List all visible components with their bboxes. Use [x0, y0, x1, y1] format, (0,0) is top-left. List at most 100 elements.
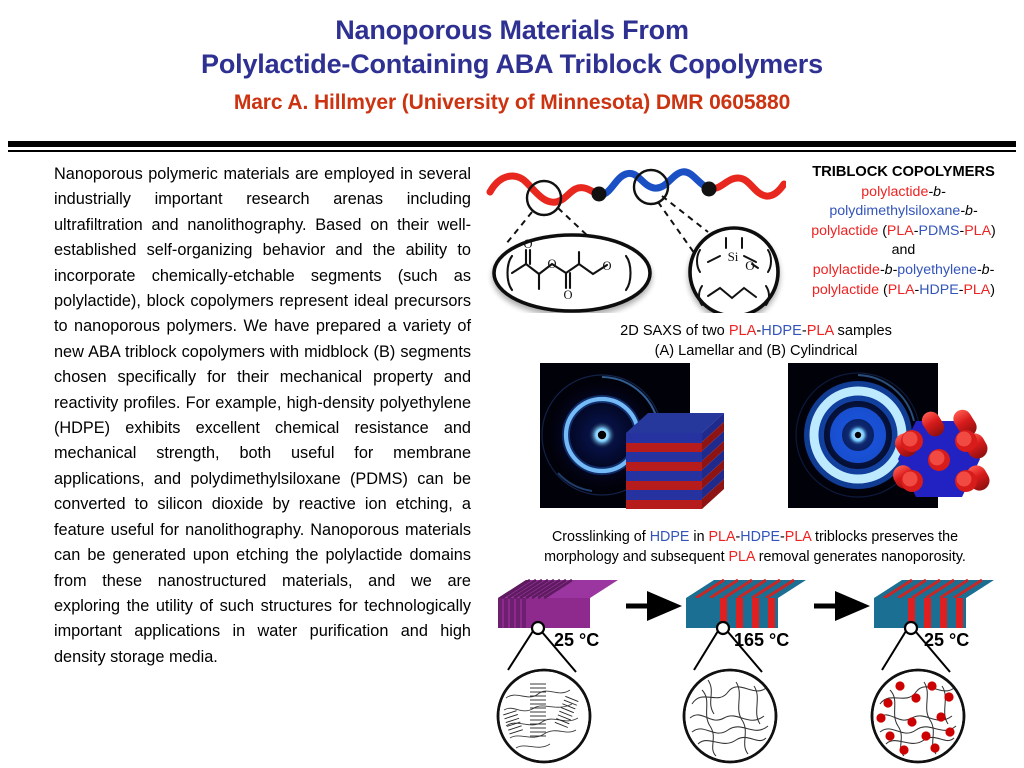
crosslink-caption-line-1: Crosslinking of HDPE in PLA-HDPE-PLA tri…: [486, 527, 1024, 547]
pdms-abbrev: PDMS: [918, 222, 960, 239]
chain-red-right: [704, 174, 786, 200]
callout-leader-lines: [505, 195, 709, 265]
step3-front-stripes: [908, 598, 963, 628]
step-3-temperature: 25 °C: [924, 630, 969, 650]
crosslink-pre: Crosslinking of: [551, 529, 650, 545]
step3-inset: [870, 668, 966, 764]
saxs-caption: 2D SAXS of two PLA-HDPE-PLA samples (A) …: [506, 321, 1006, 361]
zoom-marker-left: [525, 179, 563, 217]
step1-crystallites: [503, 683, 579, 737]
crosslink-line2-post: removal generates nanoporosity.: [754, 549, 966, 565]
pla-abbrev-4: PLA: [963, 281, 991, 298]
crosslink-junction-dots: [876, 681, 955, 755]
step3-zoom-marker: [903, 620, 919, 636]
b-connector-2: -b-: [960, 203, 978, 220]
step1-zoom-marker: [530, 620, 546, 636]
author-affiliation-line: Marc A. Hillmyer (University of Minnesot…: [233, 91, 791, 114]
step3-leader-lines: [881, 630, 951, 673]
lactide-atom-labels: O O O O: [523, 237, 611, 302]
crosslink-caption-line-2: morphology and subsequent PLA removal ge…: [486, 547, 1024, 567]
process-step-2: 165 °C: [682, 578, 806, 764]
right-column: O O O O Si: [486, 158, 1024, 768]
step2-front-stripes: [720, 598, 775, 628]
siloxane-atom-labels: Si O: [728, 249, 755, 273]
atom-label-ester-o: O: [547, 257, 556, 271]
lamellar-stack-model: [626, 413, 724, 509]
saxs-pattern-b: [788, 363, 938, 508]
bubble-left-polylactide: [492, 233, 652, 313]
polylactide-label-3: polylactide: [812, 261, 880, 278]
saxs-dash-2: -: [801, 323, 807, 339]
crosslink-pla-1: PLA: [708, 529, 736, 545]
saxs-caption-post: samples: [833, 323, 892, 339]
paren-open-2: (: [879, 281, 888, 298]
step2-inset: [682, 668, 778, 764]
hdpe-abbrev-1: HDPE: [919, 281, 959, 298]
bubble-right-siloxane: [688, 226, 780, 313]
saxs-pla-2: PLA: [806, 323, 834, 339]
process-step-3: 25 °C: [870, 578, 994, 764]
crosslinking-process-diagram: 25 °C: [486, 576, 1024, 768]
saxs-figure-row: [526, 363, 1024, 513]
polyethylene-label: polyethylene: [897, 261, 977, 278]
step1-left-face: [498, 598, 526, 628]
crosslink-dash-2: -: [780, 529, 785, 545]
crosslink-dash-1: -: [735, 529, 741, 545]
b-connector-4: -b-: [976, 261, 995, 278]
triblock-line-6: polylactide (PLA-HDPE-PLA): [781, 281, 1024, 301]
junction-dot-left: [591, 186, 607, 202]
dash-3: -: [914, 281, 920, 298]
lactide-structure: [506, 248, 632, 292]
triblock-line-1: polylactide-b-: [781, 183, 1024, 203]
b-connector-3: -b-: [879, 261, 898, 278]
crosslink-in: in: [689, 529, 709, 545]
saxs-hdpe: HDPE: [761, 323, 802, 339]
zoom-marker-right: [632, 168, 670, 206]
polylactide-label-4: polylactide: [812, 281, 880, 298]
polylactide-label-1: polylactide: [861, 183, 929, 200]
hexagonal-cylinder-model: [893, 409, 990, 497]
saxs-caption-line-1: 2D SAXS of two PLA-HDPE-PLA samples: [506, 321, 1006, 341]
page-title-line-2: Polylactide-Containing ABA Triblock Copo…: [201, 49, 823, 79]
crosslink-hdpe-1: HDPE: [649, 529, 690, 545]
process-step-1: 25 °C: [496, 578, 618, 764]
header-rule-thin: [8, 150, 1016, 152]
polydimethylsiloxane-label: polydimethylsiloxane: [829, 203, 961, 220]
abstract-paragraph: Nanoporous polymeric materials are emplo…: [54, 165, 471, 666]
lamellar-side-stripes: [702, 413, 724, 509]
triblock-heading: TRIBLOCK COPOLYMERS: [812, 164, 995, 180]
step-2-temperature: 165 °C: [734, 630, 789, 650]
triblock-line-5: polylactide-b-polyethylene-b-: [781, 261, 1024, 281]
step1-inset: [496, 668, 592, 764]
b-connector-1: -b-: [928, 183, 946, 200]
dash-1: -: [913, 222, 919, 239]
step1-side-lamellae: [501, 578, 573, 600]
crosslink-line2-pre: morphology and subsequent: [544, 549, 729, 565]
saxs-caption-line-2: (A) Lamellar and (B) Cylindrical: [654, 343, 858, 359]
step1-leader-lines: [507, 630, 577, 673]
atom-label-si: Si: [728, 249, 739, 264]
step-1-temperature: 25 °C: [554, 630, 599, 650]
cylinders-back: [921, 409, 977, 437]
lamellar-front-stripes: [626, 433, 702, 509]
crosslink-hdpe-2: HDPE: [740, 529, 781, 545]
triblock-copolymer-legend: TRIBLOCK COPOLYMERS polylactide-b- polyd…: [781, 163, 1024, 300]
polylactide-label-2: polylactide: [811, 222, 879, 239]
step2-leader-lines: [693, 630, 763, 673]
saxs-dash-1: -: [756, 323, 762, 339]
atom-label-carbonyl-o-1: O: [523, 237, 532, 251]
paren-open-1: (: [878, 222, 887, 239]
junction-dot-right: [701, 181, 717, 197]
saxs-pla-1: PLA: [728, 323, 757, 339]
atom-label-carbonyl-o-2: O: [563, 288, 572, 302]
poster-header: Nanoporous Materials From Polylactide-Co…: [0, 0, 1024, 152]
triblock-conjunction: and: [891, 242, 916, 259]
crosslinking-caption: Crosslinking of HDPE in PLA-HDPE-PLA tri…: [486, 527, 1024, 567]
step2-zoom-marker: [715, 620, 731, 636]
saxs-panel-lamellar: [540, 363, 724, 509]
dash-2: -: [959, 222, 965, 239]
triblock-line-3: polylactide (PLA-PDMS-PLA): [781, 222, 1024, 242]
atom-label-chain-o: O: [602, 259, 611, 273]
crosslink-post: triblocks preserves the: [811, 529, 959, 545]
chain-blue-middle: [594, 168, 712, 198]
